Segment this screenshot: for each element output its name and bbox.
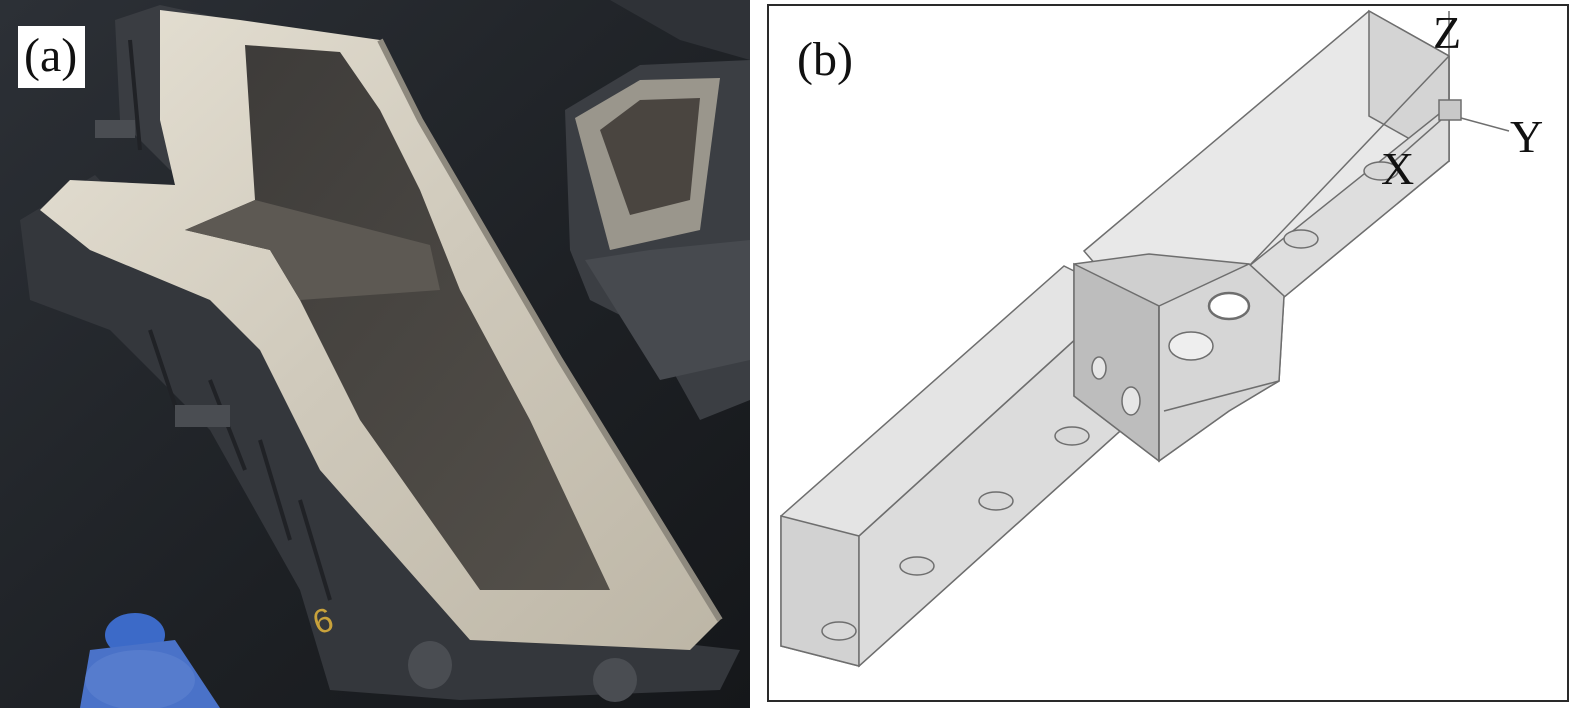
model-panel-b: (b) Z Y X <box>767 4 1569 702</box>
mold-3d-model <box>780 9 1510 668</box>
panel-label-a: (a) <box>18 26 86 88</box>
axis-label-x: X <box>1381 143 1415 194</box>
mold-photo-illustration: 6 <box>0 0 750 708</box>
model-holes <box>821 161 1399 641</box>
worker-figure <box>80 613 220 708</box>
axis-label-y: Y <box>1510 111 1544 162</box>
panel-label-b: (b) <box>797 33 853 86</box>
photo-panel-a: 6 (a) <box>0 0 750 708</box>
main-mold: 6 <box>20 5 740 702</box>
axis-label-z: Z <box>1433 7 1462 58</box>
background-mold-top <box>610 0 750 60</box>
background-mold-right <box>565 60 750 420</box>
model-wireframe <box>780 9 1510 668</box>
mold-cavity <box>185 45 610 590</box>
